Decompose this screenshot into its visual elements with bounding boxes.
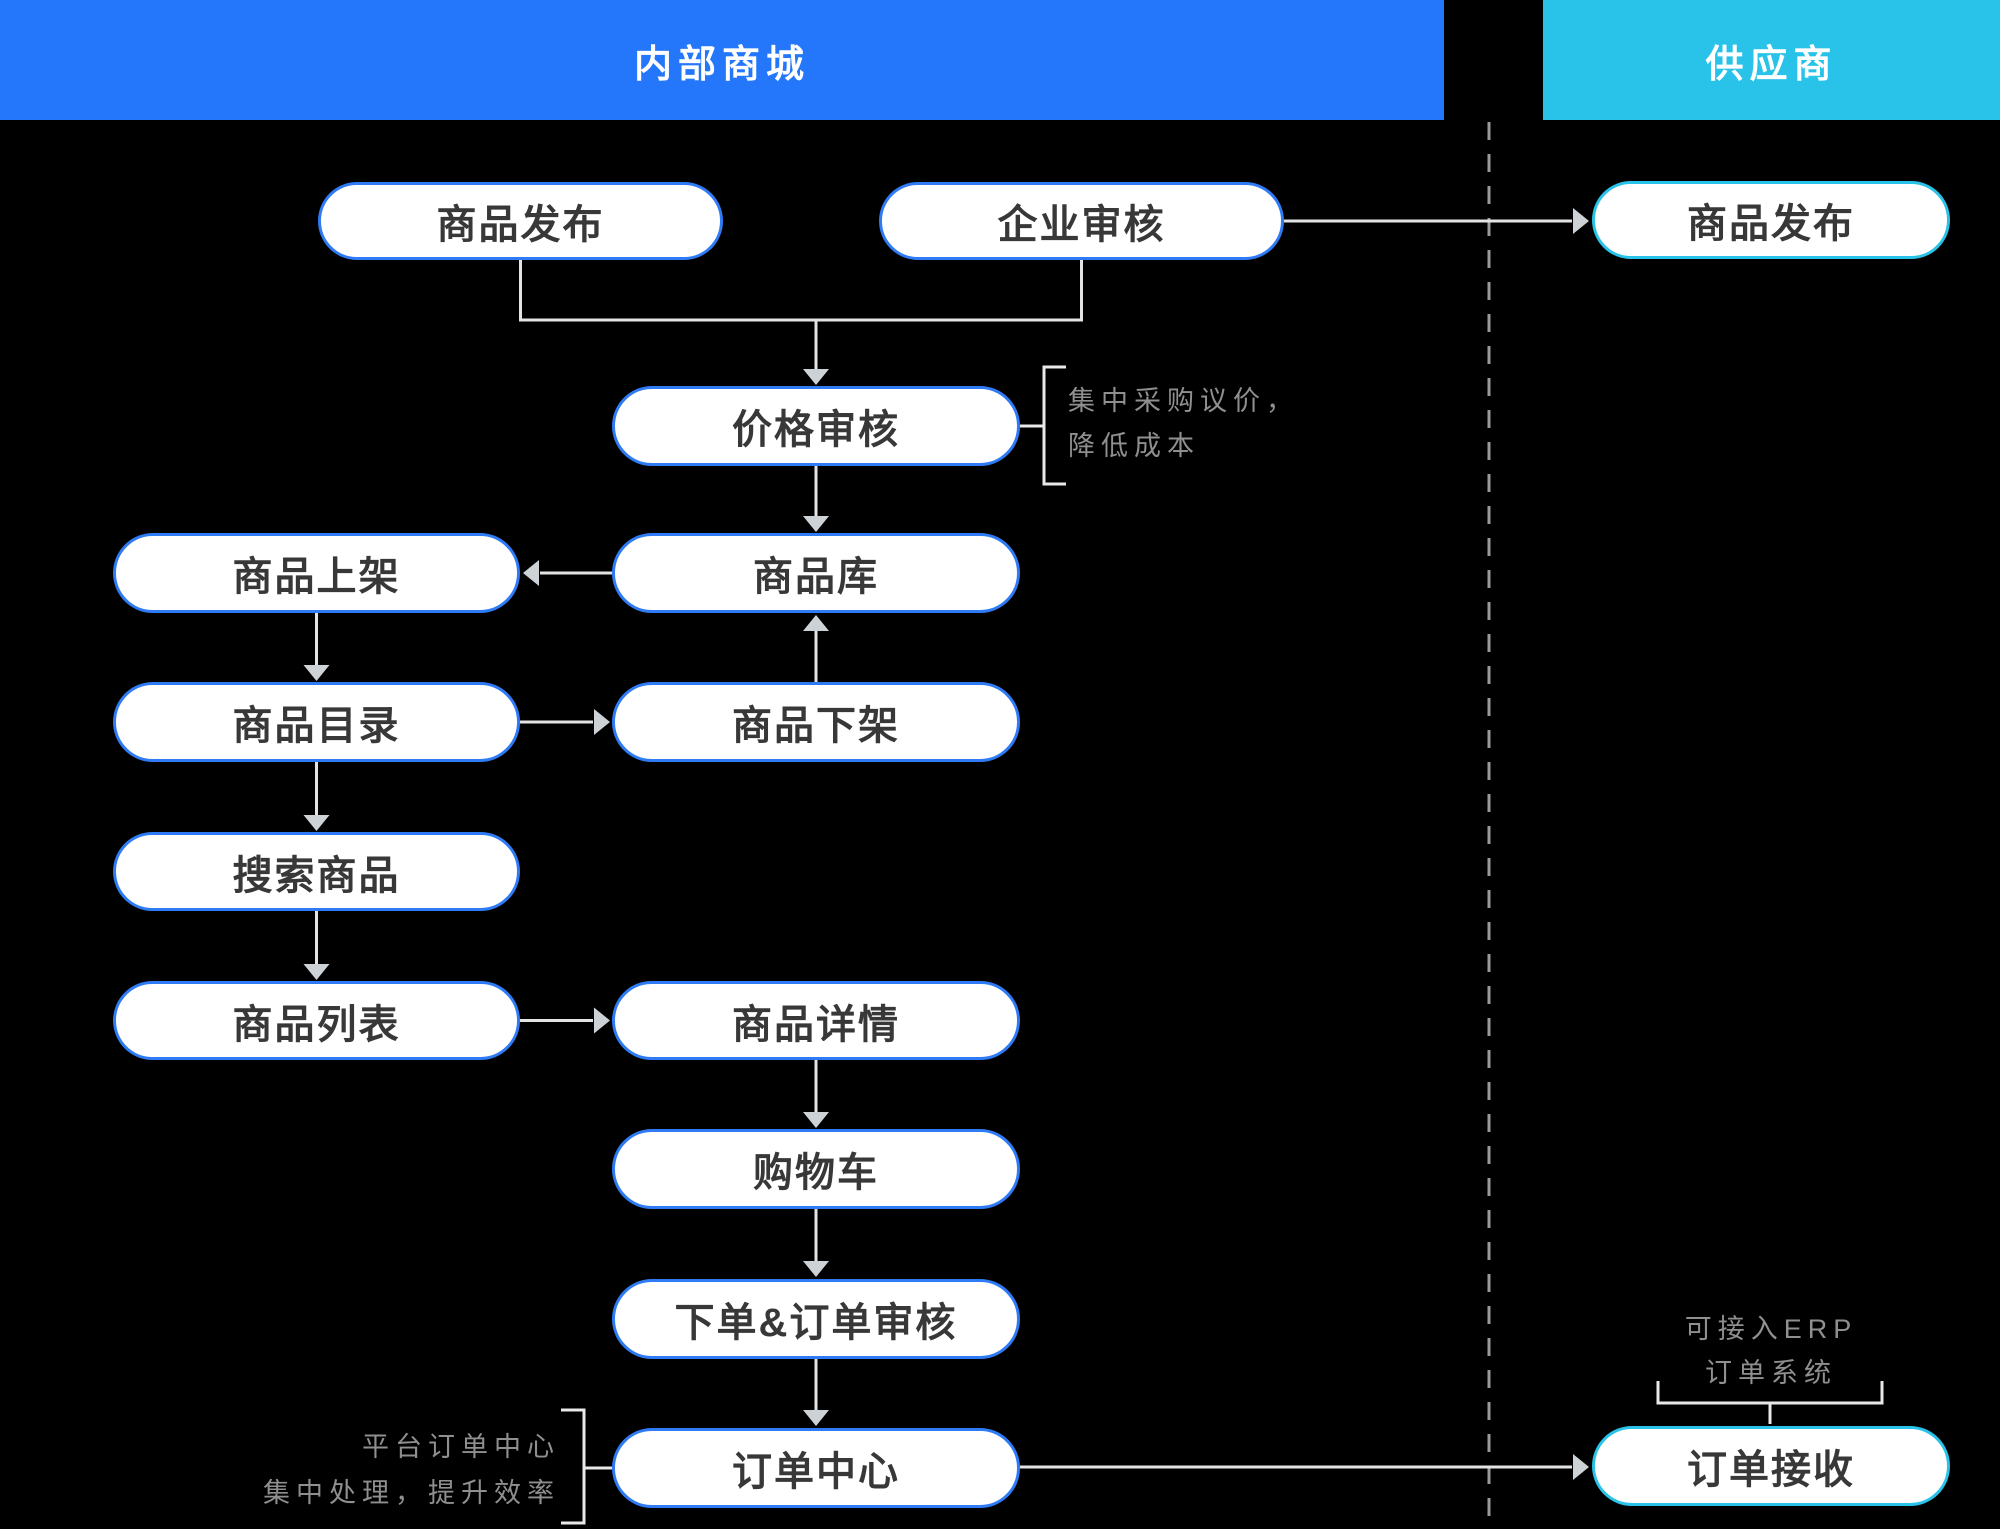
arrowhead-into-cart [803,1112,829,1128]
annotation-order-center-line2: 集中处理，提升效率 [263,1478,560,1508]
arrowhead-into-order [803,1261,829,1277]
node-product-list: 商品列表 [113,981,520,1060]
annotation-order-center-line1: 平台订单中心 [362,1432,560,1462]
arrowhead-into-library [803,516,829,532]
header-supplier: 供应商 [1543,0,2000,120]
node-enterprise-review: 企业审核 [879,182,1284,260]
bracket-order-center-note [561,1408,612,1525]
arrowhead-into-catalog [303,665,330,681]
node-price-review: 价格审核 [612,386,1020,466]
annotation-price-review: 集中采购议价， 降低成本 [1068,379,1299,469]
header-internal-mall-label: 内部商城 [633,43,810,86]
node-product-publish-internal: 商品发布 [318,182,723,260]
arrowhead-into-detail [594,1007,610,1034]
arrowhead-into-search [303,815,330,831]
node-product-publish-supplier: 商品发布 [1592,181,1950,259]
annotation-price-review-line2: 降低成本 [1068,431,1200,461]
bracket-erp-note [1656,1381,1884,1424]
annotation-erp-line1: 可接入ERP [1684,1314,1858,1344]
arrowhead-into-order-center [803,1410,829,1426]
node-product-catalog: 商品目录 [113,682,520,762]
annotation-erp: 可接入ERP 订单系统 [1571,1307,1971,1395]
arrowhead-into-order-receive [1573,1454,1589,1480]
arrowhead-into-list [303,964,330,980]
arrowhead-into-price-review [803,369,829,385]
arrowhead-into-supplier-publish [1573,208,1589,234]
node-shopping-cart: 购物车 [612,1129,1020,1209]
annotation-erp-line2: 订单系统 [1705,1358,1837,1388]
node-product-listing: 商品上架 [113,533,520,613]
annotation-order-center: 平台订单中心 集中处理，提升效率 [140,1424,560,1516]
bracket-price-review-note [1020,365,1066,486]
node-product-detail: 商品详情 [612,981,1020,1060]
node-product-library: 商品库 [612,533,1020,613]
annotation-price-review-line1: 集中采购议价， [1068,386,1299,416]
node-order-center: 订单中心 [612,1428,1020,1508]
header-supplier-label: 供应商 [1705,43,1838,86]
arrowhead-into-listing [523,560,539,586]
arrowhead-into-delisting [594,709,610,735]
node-order-receive: 订单接收 [1592,1426,1950,1506]
node-product-delisting: 商品下架 [612,682,1020,762]
arrowhead-into-library-bottom [803,615,829,631]
header-internal-mall: 内部商城 [0,0,1444,120]
node-search-products: 搜索商品 [113,832,520,911]
node-order-and-review: 下单&订单审核 [612,1279,1020,1359]
